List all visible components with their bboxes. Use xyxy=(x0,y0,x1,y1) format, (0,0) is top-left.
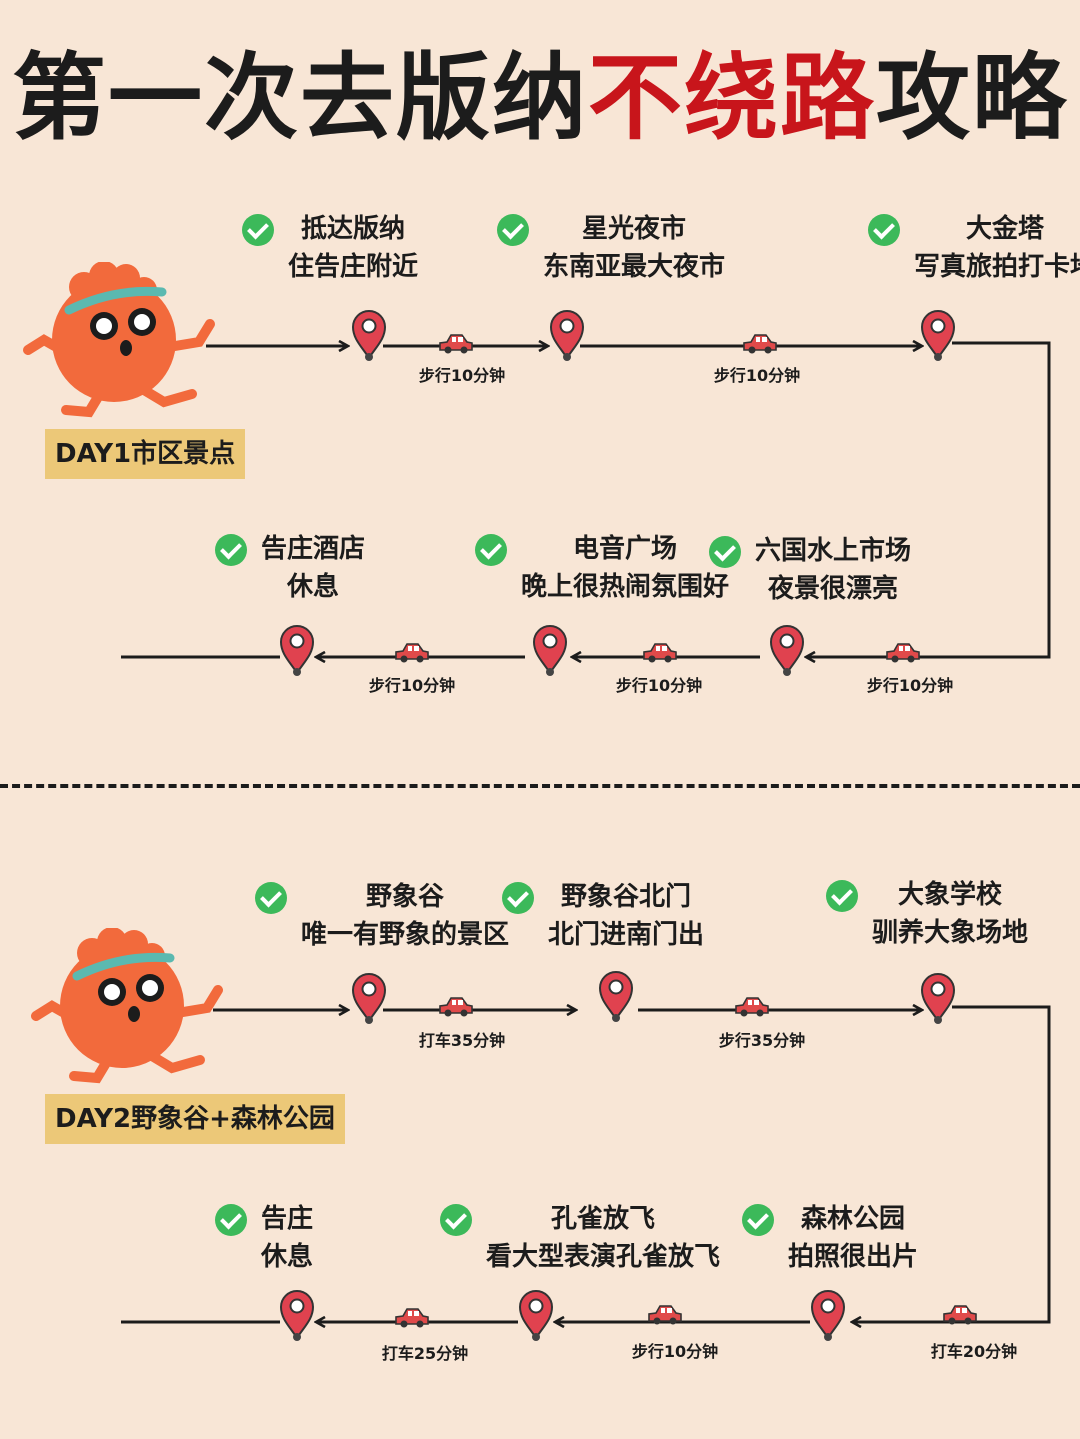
day1-stop: 抵达版纳住告庄附近 xyxy=(242,210,418,286)
stop-note: 唯一有野象的景区 xyxy=(301,920,510,950)
day1-route-lines xyxy=(121,343,1051,657)
check-icon xyxy=(242,214,274,246)
day1-stop: 电音广场晚上很热闹氛围好 xyxy=(475,530,729,606)
check-icon xyxy=(440,1204,472,1236)
day2-stop: 告庄休息 xyxy=(215,1200,313,1276)
check-icon xyxy=(868,214,900,246)
segment-label: 打车20分钟 xyxy=(930,1342,1018,1361)
segment-label: 步行10分钟 xyxy=(866,676,954,695)
runner-mascot xyxy=(31,928,223,1084)
segment-label: 步行35分钟 xyxy=(718,1031,806,1050)
stop-note: 看大型表演孔雀放飞 xyxy=(486,1242,721,1272)
check-icon xyxy=(255,882,287,914)
stop-note: 夜景很漂亮 xyxy=(768,574,899,604)
day2-route-lines xyxy=(121,1007,1051,1322)
stop-name: 大金塔 xyxy=(966,214,1045,244)
runner-mascot xyxy=(23,262,215,418)
stop-name: 告庄酒店 xyxy=(261,534,366,564)
stop-note: 东南亚最大夜市 xyxy=(543,252,726,282)
section-divider xyxy=(0,784,1080,788)
map-pin-icon xyxy=(351,973,387,1024)
stop-name: 电音广场 xyxy=(573,534,678,564)
car-icon xyxy=(395,643,429,663)
map-pin-icon xyxy=(920,973,956,1024)
map-pin-icon xyxy=(279,625,315,676)
page-title: 第一次去版纳不绕路攻略 xyxy=(11,44,1069,153)
day2-stop: 野象谷北门北门进南门出 xyxy=(502,878,704,954)
day1-badge: DAY1市区景点 xyxy=(45,429,246,479)
segment-label: 步行10分钟 xyxy=(368,676,456,695)
day1-stop: 星光夜市东南亚最大夜市 xyxy=(497,210,725,286)
map-pin-icon xyxy=(549,310,585,361)
car-icon xyxy=(886,643,920,663)
check-icon xyxy=(742,1204,774,1236)
stop-name: 孔雀放飞 xyxy=(551,1204,656,1234)
map-pin-icon xyxy=(920,310,956,361)
map-pin-icon xyxy=(810,1290,846,1341)
car-icon xyxy=(943,1305,977,1325)
car-icon xyxy=(439,334,473,354)
stop-note: 休息 xyxy=(287,572,340,602)
stop-name: 野象谷 xyxy=(366,882,445,912)
check-icon xyxy=(475,534,507,566)
segment-label: 步行10分钟 xyxy=(631,1342,719,1361)
stop-name: 抵达版纳 xyxy=(301,214,406,244)
check-icon xyxy=(502,882,534,914)
day1-stop: 告庄酒店休息 xyxy=(215,530,365,606)
day2-stop: 森林公园拍照很出片 xyxy=(742,1200,918,1276)
day1-stop: 大金塔写真旅拍打卡地 xyxy=(868,210,1080,286)
day2-badge: DAY2野象谷+森林公园 xyxy=(45,1094,345,1144)
stop-note: 休息 xyxy=(261,1242,314,1272)
segment-label: 打车25分钟 xyxy=(381,1344,469,1363)
stop-name: 告庄 xyxy=(261,1204,314,1234)
map-pin-icon xyxy=(279,1290,315,1341)
car-icon xyxy=(743,334,777,354)
stop-note: 拍照很出片 xyxy=(788,1242,919,1272)
stop-note: 北门进南门出 xyxy=(548,920,705,950)
segment-label: 步行10分钟 xyxy=(713,366,801,385)
check-icon xyxy=(215,1204,247,1236)
stop-name: 野象谷北门 xyxy=(561,882,692,912)
stop-note: 晚上很热闹氛围好 xyxy=(521,572,730,602)
map-pin-icon xyxy=(532,625,568,676)
day2-stop: 野象谷唯一有野象的景区 xyxy=(255,878,509,954)
check-icon xyxy=(497,214,529,246)
car-icon xyxy=(439,997,473,1017)
stop-name: 星光夜市 xyxy=(582,214,687,244)
stop-name: 六国水上市场 xyxy=(755,536,912,566)
stop-note: 驯养大象场地 xyxy=(872,918,1029,948)
check-icon xyxy=(215,534,247,566)
day2-stop: 孔雀放飞看大型表演孔雀放飞 xyxy=(440,1200,720,1276)
stop-name: 森林公园 xyxy=(801,1204,906,1234)
stop-name: 大象学校 xyxy=(898,880,1003,910)
day2-stop: 大象学校驯养大象场地 xyxy=(826,876,1028,952)
car-icon xyxy=(648,1305,682,1325)
map-pin-icon xyxy=(598,971,634,1022)
segment-label: 步行10分钟 xyxy=(615,676,703,695)
segment-label: 步行10分钟 xyxy=(418,366,506,385)
map-pin-icon xyxy=(518,1290,554,1341)
segment-label: 打车35分钟 xyxy=(418,1031,506,1050)
car-icon xyxy=(395,1308,429,1328)
stop-note: 住告庄附近 xyxy=(288,252,419,282)
map-pin-icon xyxy=(769,625,805,676)
car-icon xyxy=(643,643,677,663)
check-icon xyxy=(709,536,741,568)
car-icon xyxy=(735,997,769,1017)
stop-note: 写真旅拍打卡地 xyxy=(914,252,1080,282)
check-icon xyxy=(826,880,858,912)
day1-stop: 六国水上市场夜景很漂亮 xyxy=(709,532,911,608)
map-pin-icon xyxy=(351,310,387,361)
